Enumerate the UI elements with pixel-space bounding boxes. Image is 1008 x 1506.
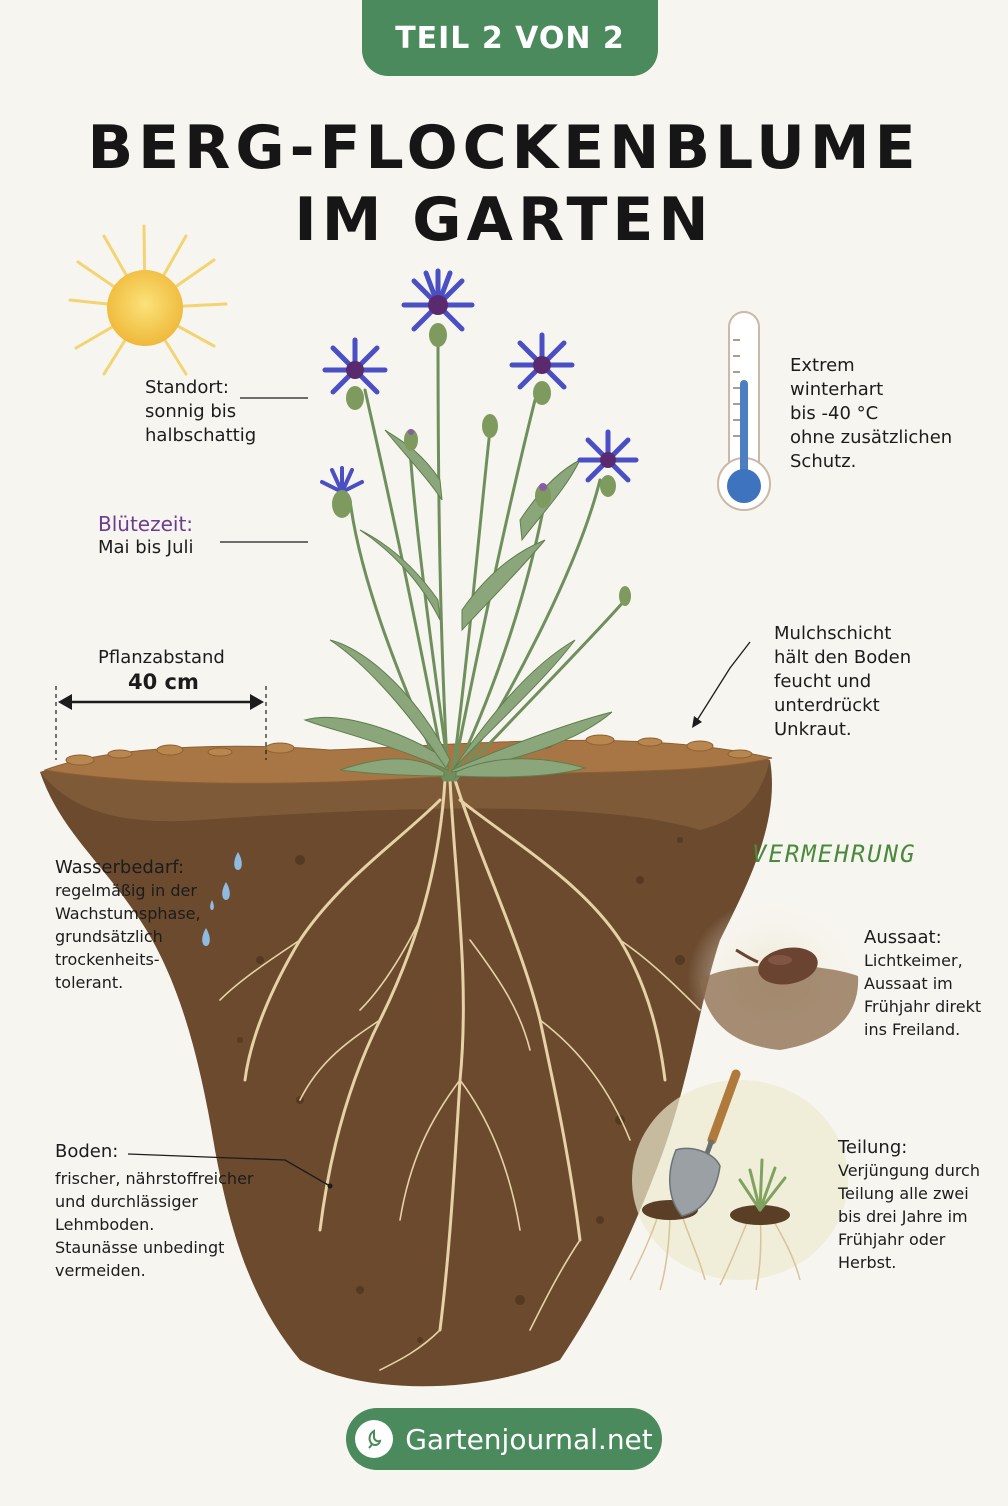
wasserbedarf-label: Wasserbedarf: regelmäßig in der Wachstum… — [55, 856, 201, 994]
standort-head: Standort: — [145, 377, 229, 398]
roots — [219, 778, 701, 1371]
teilung-head: Teilung: — [838, 1137, 908, 1158]
leader-lines — [127, 397, 751, 1187]
teilung-label: Teilung: Verjüngung durch Teilung alle z… — [838, 1136, 980, 1274]
bluetezeit-line: Mai bis Juli — [98, 537, 194, 558]
aussaat-line: Aussaat im — [864, 974, 953, 993]
boden-line: Lehmboden. — [55, 1215, 155, 1234]
boden-line: frischer, nährstoffreicher — [55, 1169, 254, 1188]
boden-line: und durchlässiger — [55, 1192, 198, 1211]
boden-line: vermeiden. — [55, 1261, 146, 1280]
wasser-line: trockenheits- — [55, 950, 160, 969]
boden-label: Boden: frischer, nährstoffreicher und du… — [55, 1140, 253, 1282]
page-title-line2: IM GARTEN — [294, 185, 714, 255]
standort-line: sonnig bis — [145, 401, 237, 422]
winter-line: ohne zusätzlichen — [790, 427, 953, 448]
sun-icon — [68, 224, 228, 376]
plant-foliage — [303, 328, 627, 782]
seed-icon — [735, 947, 818, 985]
mulch-line: hält den Boden — [774, 647, 912, 668]
part-badge: TEIL 2 VON 2 — [362, 0, 658, 76]
vermehrung-heading: VERMEHRUNG — [752, 840, 917, 868]
trowel-icon — [669, 1069, 741, 1217]
boden-head: Boden: — [55, 1141, 119, 1162]
footer-brand-text: Gartenjournal.net — [405, 1422, 653, 1456]
water-drop-icon — [202, 852, 242, 946]
winter-line: winterhart — [790, 379, 884, 400]
mulch-line: feucht und — [774, 671, 872, 692]
mulch-line: Unkraut. — [774, 719, 852, 740]
spacing-dimension — [55, 686, 267, 760]
leaf-logo-icon — [355, 1420, 394, 1458]
aussaat-line: ins Freiland. — [864, 1020, 961, 1039]
boden-line: Staunässe unbedingt — [55, 1238, 225, 1257]
winter-line: bis -40 °C — [790, 403, 879, 424]
wasser-line: regelmäßig in der — [55, 881, 197, 900]
pflanzabstand-value: 40 cm — [128, 670, 199, 694]
mulch-head: Mulchschicht — [774, 623, 892, 644]
teilung-line: bis drei Jahre im — [838, 1207, 968, 1226]
wasser-line: grundsätzlich — [55, 927, 163, 946]
wasser-line: Wachstumsphase, — [55, 904, 201, 923]
teilung-line: Verjüngung durch — [838, 1161, 980, 1180]
footer-brand-link[interactable]: Gartenjournal.net — [346, 1408, 662, 1470]
wasser-head: Wasserbedarf: — [55, 857, 185, 878]
winter-line: Extrem — [790, 355, 855, 376]
aussaat-line: Lichtkeimer, — [864, 951, 963, 970]
teilung-line: Teilung alle zwei — [838, 1184, 969, 1203]
winterhart-label: Extrem winterhart bis -40 °C ohne zusätz… — [790, 354, 952, 474]
winter-line: Schutz. — [790, 451, 857, 472]
thermometer-icon — [717, 311, 771, 511]
teilung-vignette — [629, 1080, 848, 1291]
standort-line: halbschattig — [145, 425, 257, 446]
bluetezeit-head: Blütezeit: — [98, 512, 194, 536]
wasser-line: tolerant. — [55, 973, 124, 992]
aussaat-line: Frühjahr direkt — [864, 997, 982, 1016]
page-title-line1: BERG-FLOCKENBLUME — [87, 113, 921, 183]
standort-label: Standort: sonnig bis halbschattig — [145, 376, 256, 448]
flower-heads — [320, 268, 639, 606]
mulch-arrow-head — [692, 716, 702, 728]
aussaat-label: Aussaat: Lichtkeimer, Aussaat im Frühjah… — [864, 926, 981, 1041]
aussaat-head: Aussaat: — [864, 927, 942, 948]
bluetezeit-label: Blütezeit: Mai bis Juli — [98, 512, 194, 560]
teilung-line: Herbst. — [838, 1253, 897, 1272]
mulch-line: unterdrückt — [774, 695, 880, 716]
pflanzabstand-label: Pflanzabstand — [98, 647, 225, 668]
mulch-label: Mulchschicht hält den Boden feucht und u… — [774, 622, 911, 742]
teilung-line: Frühjahr oder — [838, 1230, 946, 1249]
boden-pointer-dot — [327, 1183, 333, 1189]
